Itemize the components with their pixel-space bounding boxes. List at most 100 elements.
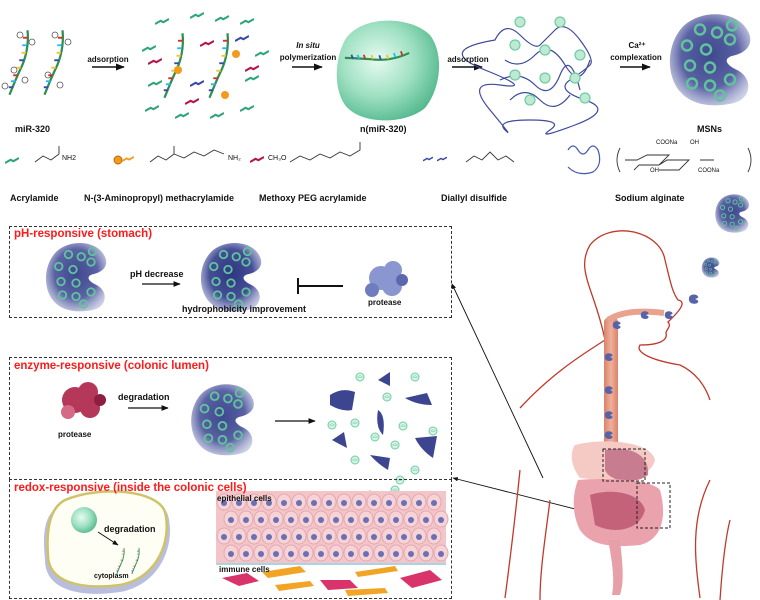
formula-aminopropyl: NH₂ — [228, 155, 241, 162]
cell-nucleus — [303, 517, 309, 523]
panel-ph-responsive — [9, 226, 452, 318]
label-protease-ph: protease — [368, 298, 402, 307]
cell-nucleus — [393, 517, 399, 523]
cell-nucleus — [273, 517, 279, 523]
protease-red — [61, 382, 106, 419]
cell-nucleus — [438, 517, 444, 523]
colon-highlight-box — [636, 482, 671, 529]
label-hydrophobicity: hydrophobicity improvement — [182, 304, 307, 314]
cell-nucleus — [326, 500, 332, 506]
formula-mpeg: CH₃O — [268, 155, 287, 162]
human-body-outline — [504, 230, 731, 600]
panel-enzyme-responsive — [9, 357, 452, 480]
cell-nucleus — [363, 551, 369, 557]
cell-nucleus — [258, 551, 264, 557]
cell-nucleus — [348, 517, 354, 523]
cell-nucleus — [221, 534, 227, 540]
cell-nucleus — [431, 534, 437, 540]
label-adsorption-2: adsorption — [447, 55, 489, 64]
cell-nucleus — [371, 500, 377, 506]
cell-nucleus — [266, 500, 272, 506]
cell-nucleus — [311, 500, 317, 506]
cell-nucleus — [393, 551, 399, 557]
cell-nucleus — [243, 517, 249, 523]
oral-cavity — [606, 308, 665, 323]
mirna-with-monomers — [142, 12, 269, 119]
cell-nucleus — [228, 517, 234, 523]
cell-nucleus — [401, 500, 407, 506]
cell-nucleus — [266, 534, 272, 540]
label-immune-cells: immune cells — [219, 565, 270, 574]
cell-nucleus — [378, 551, 384, 557]
panel-redox-responsive — [9, 479, 452, 599]
cell-nucleus — [288, 551, 294, 557]
label-in-situ-italic: In situ — [296, 41, 320, 50]
cell-nucleus — [333, 517, 339, 523]
cell-nucleus — [281, 534, 287, 540]
cell-nucleus — [431, 500, 437, 506]
panel-enzyme-title: enzyme-responsive (colonic lumen) — [14, 360, 209, 372]
msn-particle — [668, 12, 752, 107]
cell-nucleus — [243, 551, 249, 557]
cell-nucleus — [333, 551, 339, 557]
cell-nucleus — [356, 534, 362, 540]
cell-nucleus — [236, 500, 242, 506]
alginate-network — [461, 16, 599, 135]
digestive-organs — [571, 441, 664, 595]
degraded-fragments — [330, 372, 437, 470]
cell-nucleus — [281, 500, 287, 506]
label-ca-ion: Ca²⁺ — [628, 41, 646, 50]
cell-nucleus — [251, 500, 257, 506]
cell-nucleus — [311, 534, 317, 540]
protease-blue — [365, 261, 408, 297]
alginate-group-2: OH — [690, 140, 699, 146]
reagent-sodium-alginate: Sodium alginate — [615, 193, 685, 203]
reagent-acrylamide: Acrylamide — [10, 193, 59, 203]
reagent-methoxy-peg-acrylamide: Methoxy PEG acrylamide — [259, 193, 367, 203]
cell-nucleus — [401, 534, 407, 540]
formula-acrylamide: NH2 — [62, 155, 77, 162]
label-adsorption-1: adsorption — [87, 55, 129, 64]
cell-nucleus — [318, 517, 324, 523]
cell-nucleus — [416, 500, 422, 506]
label-epithelial-cells: epithelial cells — [217, 494, 272, 503]
cell-nucleus — [288, 517, 294, 523]
epithelial-tissue — [216, 491, 449, 565]
label-cytoplasm: cytoplasm — [94, 573, 129, 580]
cell-nucleus — [228, 551, 234, 557]
cell-nucleus — [258, 517, 264, 523]
cell-nucleus — [356, 500, 362, 506]
label-protease-enzyme: protease — [58, 430, 92, 439]
label-complexation: complexation — [610, 53, 662, 62]
cell-nucleus — [273, 551, 279, 557]
cell-nucleus — [371, 534, 377, 540]
panel-ph-title: pH-responsive (stomach) — [14, 228, 153, 240]
colonic-cell — [43, 490, 170, 594]
cell-nucleus — [408, 517, 414, 523]
label-degradation-enzyme: degradation — [118, 392, 170, 402]
label-nanocapsule: n(miR-320) — [360, 124, 407, 134]
pointer-stomach — [451, 283, 544, 479]
label-polymerization: polymerization — [279, 53, 337, 62]
cell-nucleus — [318, 551, 324, 557]
cell-nucleus — [386, 534, 392, 540]
cell-nucleus — [326, 534, 332, 540]
panel-redox-title: redox-responsive (inside the colonic cel… — [14, 482, 247, 494]
reagent-aminopropyl-methacrylamide: N-(3-Aminopropyl) methacrylamide — [84, 193, 235, 203]
cell-nucleus — [221, 500, 227, 506]
nanocapsule — [336, 20, 440, 121]
stomach-highlight-box — [602, 448, 646, 482]
alginate-group-6: COONa — [698, 168, 720, 174]
cell-nucleus — [416, 534, 422, 540]
label-degradation-redox: degradation — [104, 524, 156, 534]
reagent-structures — [5, 142, 752, 175]
label-msns: MSNs — [697, 124, 723, 134]
cell-nucleus — [236, 534, 242, 540]
immune-cells — [222, 566, 442, 596]
cell-nucleus — [438, 551, 444, 557]
cell-nucleus — [423, 517, 429, 523]
cell-nucleus — [408, 551, 414, 557]
cell-nucleus — [341, 534, 347, 540]
cell-nucleus — [348, 551, 354, 557]
